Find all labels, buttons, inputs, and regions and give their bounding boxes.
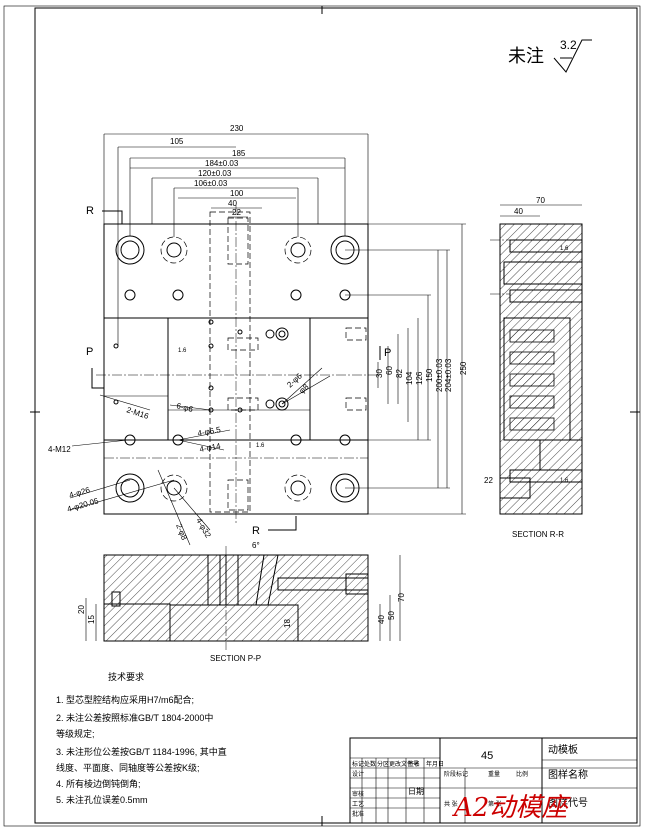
roughness-symbol: 未注 3.2 — [508, 38, 592, 73]
svg-text:审核: 审核 — [352, 790, 364, 798]
svg-text:年月日: 年月日 — [426, 760, 444, 768]
svg-text:φ8: φ8 — [297, 382, 311, 396]
roughness-label: 未注 — [508, 46, 544, 67]
svg-text:1.6: 1.6 — [560, 478, 569, 484]
marker-r-bottom: R — [252, 525, 260, 537]
svg-text:3. 未注形位公差按GB/T 1184-1996, 其中直: 3. 未注形位公差按GB/T 1184-1996, 其中直 — [56, 746, 227, 757]
svg-text:184±0.03: 184±0.03 — [205, 159, 239, 168]
svg-text:70: 70 — [536, 196, 545, 205]
svg-text:1.6: 1.6 — [178, 348, 187, 354]
svg-text:4-φ32: 4-φ32 — [194, 517, 213, 540]
top-dimensions: 230 105 185 184±0.03 120±0.03 106±0.03 1… — [103, 124, 369, 346]
svg-text:20: 20 — [77, 605, 86, 614]
svg-text:40: 40 — [377, 615, 386, 624]
svg-text:签名: 签名 — [408, 760, 420, 768]
marker-p-left: P — [86, 346, 93, 358]
svg-text:2-M16: 2-M16 — [125, 405, 150, 421]
svg-text:重量: 重量 — [488, 770, 500, 778]
svg-text:40: 40 — [228, 199, 237, 208]
svg-text:线度、平面度、同轴度等公差按K级;: 线度、平面度、同轴度等公差按K级; — [56, 762, 200, 773]
inner-frame — [34, 7, 638, 824]
svg-text:105: 105 — [170, 137, 184, 146]
svg-text:82: 82 — [395, 369, 404, 378]
section-markers: R R P P 1.6 1.6 — [86, 205, 391, 537]
svg-text:4-φ26: 4-φ26 — [68, 485, 91, 500]
svg-text:200±0.03: 200±0.03 — [435, 358, 444, 392]
svg-text:2-φ8: 2-φ8 — [174, 522, 189, 541]
svg-text:标记: 标记 — [352, 760, 364, 768]
section-rr-view: 70 40 22 1.6 1.6 SECTION R-R — [484, 196, 583, 539]
right-dimensions: 250 204±0.03 200±0.03 150 126 104 82 60 … — [345, 223, 468, 515]
svg-text:批准: 批准 — [352, 810, 364, 818]
section-rr-title: SECTION R-R — [512, 530, 564, 539]
svg-text:2. 未注公差按照标准GB/T 1804-2000中: 2. 未注公差按照标准GB/T 1804-2000中 — [56, 712, 213, 723]
svg-text:分区: 分区 — [377, 760, 389, 768]
svg-text:250: 250 — [459, 361, 468, 375]
svg-text:阶段标记: 阶段标记 — [444, 770, 468, 778]
svg-text:1.6: 1.6 — [560, 246, 569, 252]
part-name: 动模板 — [548, 743, 578, 756]
svg-text:工艺: 工艺 — [352, 800, 364, 808]
svg-text:5. 未注孔位误差0.5mm: 5. 未注孔位误差0.5mm — [56, 794, 148, 805]
svg-text:4-φ6.5: 4-φ6.5 — [197, 425, 222, 438]
svg-text:104: 104 — [405, 371, 414, 385]
svg-text:18: 18 — [283, 619, 292, 628]
svg-text:204±0.03: 204±0.03 — [444, 358, 453, 392]
signature-label: 日期 — [408, 787, 424, 796]
svg-text:22: 22 — [484, 476, 493, 485]
svg-text:185: 185 — [232, 149, 246, 158]
svg-text:共 张: 共 张 — [444, 800, 458, 808]
svg-text:126: 126 — [415, 371, 424, 385]
svg-text:4. 所有棱边倒钝倒角;: 4. 所有棱边倒钝倒角; — [56, 778, 141, 789]
plan-view — [96, 205, 380, 525]
svg-text:50: 50 — [387, 611, 396, 620]
svg-text:100: 100 — [230, 189, 244, 198]
svg-text:4-M12: 4-M12 — [48, 445, 71, 454]
svg-text:6-φ6: 6-φ6 — [176, 401, 195, 414]
svg-text:4-φ14: 4-φ14 — [199, 441, 222, 454]
svg-text:设计: 设计 — [352, 770, 364, 778]
svg-text:150: 150 — [425, 368, 434, 382]
svg-text:1. 型芯型腔结构应采用H7/m6配合;: 1. 型芯型腔结构应采用H7/m6配合; — [56, 694, 194, 705]
section-pp-view: 20 15 18 40 50 70 6° SECTION P-P — [77, 541, 406, 663]
callouts: 2-M16 4-M12 6-φ6 4-φ6.5 4-φ14 4-φ26 4-φ2… — [48, 367, 331, 546]
svg-text:6°: 6° — [252, 541, 260, 550]
tech-notes-title: 技术要求 — [108, 671, 144, 682]
svg-text:更改文件号: 更改文件号 — [389, 760, 419, 768]
svg-text:70: 70 — [397, 593, 406, 602]
tech-notes: 技术要求 1. 型芯型腔结构应采用H7/m6配合; 2. 未注公差按照标准GB/… — [56, 671, 227, 805]
svg-text:1.6: 1.6 — [256, 443, 265, 449]
svg-text:22: 22 — [232, 208, 241, 217]
drawing-name: 图样名称 — [548, 768, 588, 781]
svg-text:第 张: 第 张 — [488, 800, 502, 808]
drawing-number: 图样代号 — [548, 796, 588, 809]
svg-text:15: 15 — [87, 615, 96, 624]
svg-text:230: 230 — [230, 124, 244, 133]
svg-text:40: 40 — [514, 207, 523, 216]
svg-text:比例: 比例 — [516, 770, 528, 778]
marker-p-right: P — [384, 347, 391, 359]
svg-text:等级规定;: 等级规定; — [56, 728, 95, 739]
title-block: 标记 处数 分区 更改文件号 签名 年月日 设计 审核 工艺 批准 阶段标记 重… — [349, 737, 638, 824]
svg-text:30: 30 — [375, 369, 384, 378]
svg-text:60: 60 — [385, 366, 394, 375]
svg-text:处数: 处数 — [364, 760, 376, 768]
marker-r-top: R — [86, 205, 94, 217]
material-value: 45 — [481, 750, 493, 762]
roughness-value: 3.2 — [560, 38, 577, 52]
watermark-text: A2动模座 — [452, 793, 571, 823]
section-pp-title: SECTION P-P — [210, 654, 261, 663]
svg-text:106±0.03: 106±0.03 — [194, 179, 228, 188]
svg-text:120±0.03: 120±0.03 — [198, 169, 232, 178]
